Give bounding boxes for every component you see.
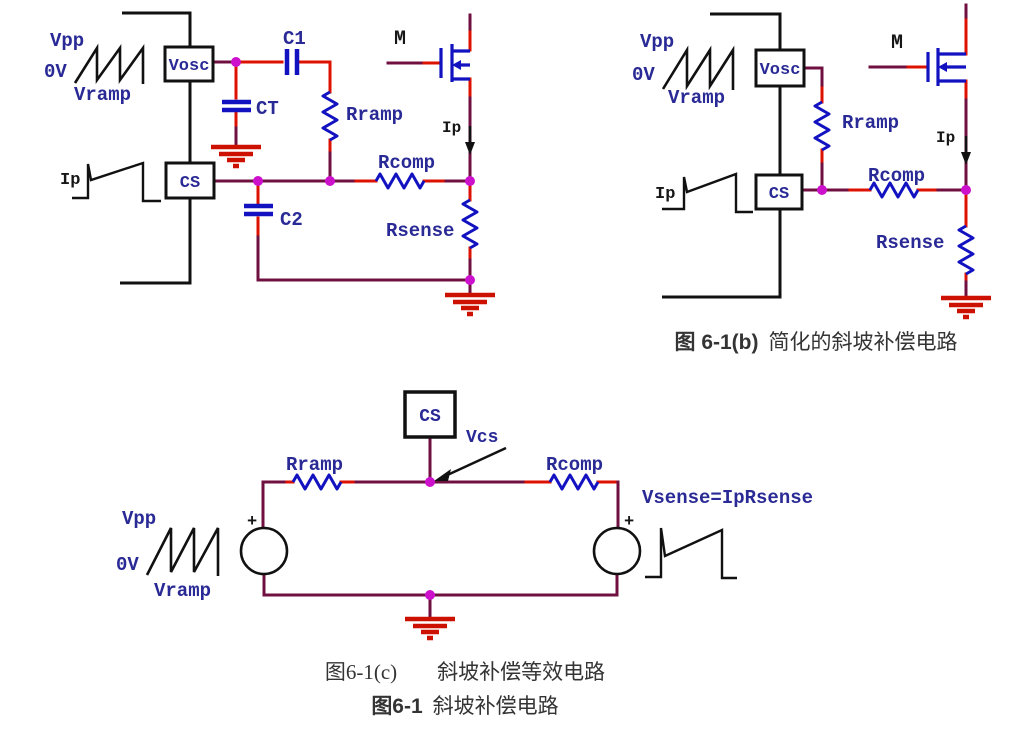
cs-box-label: CS	[419, 407, 441, 427]
vosc-box-label: Vosc	[760, 61, 801, 80]
ct-label: CT	[256, 98, 279, 120]
cs-box: CS	[754, 173, 804, 211]
circuit-b-wires	[800, 3, 968, 298]
caption-main-number: 图6-1	[371, 695, 423, 718]
vpp-label: Vpp	[50, 30, 84, 52]
source-circle-icon	[592, 526, 642, 576]
resistor-rramp-icon	[321, 90, 339, 142]
source-circle-icon	[239, 526, 289, 576]
resistor-rcomp-icon	[868, 181, 920, 199]
plus-sign: +	[247, 513, 257, 532]
plus-sign: +	[624, 513, 634, 532]
vpp-label: Vpp	[640, 31, 674, 53]
mosfet-icon	[926, 48, 966, 86]
ip-wave-label: Ip	[655, 185, 675, 204]
ip-waveform-icon	[72, 161, 161, 203]
circuit-b-structure	[662, 12, 782, 299]
resistor-rsense-icon	[957, 224, 975, 276]
caption-b-number: 图 6-1(b)	[674, 331, 759, 354]
rramp-label: Rramp	[286, 454, 343, 476]
caption-figure-c: 图6-1(c) 斜坡补偿等效电路	[250, 656, 680, 686]
rcomp-label: Rcomp	[546, 454, 603, 476]
cs-box-label: CS	[180, 174, 200, 193]
caption-main-title: 斜坡补偿电路	[432, 694, 559, 718]
ip-current-label: Ip	[442, 119, 461, 137]
caption-c-title: 斜坡补偿等效电路	[437, 660, 606, 684]
ground-icon	[211, 144, 261, 169]
vosc-box: Vosc	[754, 48, 806, 88]
junction-dots	[231, 57, 475, 285]
resistor-rramp-icon	[291, 473, 343, 491]
c1-label: C1	[283, 28, 306, 50]
mosfet-label: M	[891, 32, 903, 55]
rramp-label: Rramp	[346, 104, 403, 126]
ip-waveform-icon	[662, 172, 753, 214]
rsense-label: Rsense	[876, 232, 944, 254]
rcomp-label: Rcomp	[378, 152, 435, 174]
current-arrow-icon	[961, 136, 971, 165]
vsense-label: Vsense=IpRsense	[642, 487, 813, 509]
circuit-c-wires	[261, 435, 620, 619]
vpp-label: Vpp	[122, 508, 156, 530]
vcs-label: Vcs	[466, 428, 498, 448]
zero-v-label: 0V	[116, 554, 139, 576]
circuit-b: Vpp 0V Vramp Ip Rr	[632, 3, 991, 320]
ground-icon	[405, 616, 455, 641]
vramp-waveform-icon	[73, 43, 145, 85]
c2-label: C2	[280, 209, 303, 231]
zero-v-label: 0V	[632, 64, 655, 86]
capacitor-c1-icon	[284, 49, 300, 75]
resistor-rcomp-icon	[548, 473, 600, 491]
rsense-label: Rsense	[386, 220, 454, 242]
ip-wave-label: Ip	[60, 171, 80, 190]
mosfet-icon	[439, 44, 470, 82]
resistor-rcomp-icon	[374, 172, 426, 190]
caption-b-title: 简化的斜坡补偿电路	[768, 330, 958, 354]
ground-icon	[941, 295, 991, 320]
vosc-box: Vosc	[163, 45, 215, 83]
vramp-waveform-icon	[661, 45, 735, 91]
circuit-c: CS Vcs Rramp Rcomp + + Vpp 0V Vramp	[116, 390, 813, 641]
mosfet-label: M	[394, 28, 406, 51]
cs-box: CS	[164, 161, 216, 200]
vramp-label: Vramp	[668, 87, 725, 109]
rcomp-label: Rcomp	[868, 165, 925, 187]
cs-box-label: CS	[769, 185, 789, 204]
junction-dots	[425, 477, 435, 600]
ground-icon	[445, 292, 495, 317]
current-arrow-icon	[465, 126, 475, 155]
vramp-label: Vramp	[74, 84, 131, 106]
rramp-label: Rramp	[842, 112, 899, 134]
circuit-a: Vpp 0V Vramp Ip	[44, 11, 495, 317]
resistor-rsense-icon	[461, 198, 479, 250]
cs-box: CS	[403, 390, 457, 439]
vsense-waveform-icon	[645, 527, 737, 580]
capacitor-c2-icon	[244, 203, 273, 217]
vramp-waveform-icon	[145, 527, 220, 576]
ip-current-label: Ip	[936, 129, 955, 147]
vosc-box-label: Vosc	[169, 57, 210, 76]
circuit-a-structure	[120, 11, 192, 285]
caption-figure-main: 图6-1 斜坡补偿电路	[250, 690, 680, 720]
junction-dots	[817, 185, 971, 195]
capacitor-ct-icon	[222, 99, 251, 113]
zero-v-label: 0V	[44, 61, 67, 83]
caption-c-number: 图6-1(c)	[324, 660, 398, 684]
vcs-arrow-icon	[434, 446, 507, 481]
caption-figure-b: 图 6-1(b) 简化的斜坡补偿电路	[640, 326, 992, 356]
vramp-label: Vramp	[154, 580, 211, 602]
resistor-rramp-icon	[813, 100, 831, 152]
